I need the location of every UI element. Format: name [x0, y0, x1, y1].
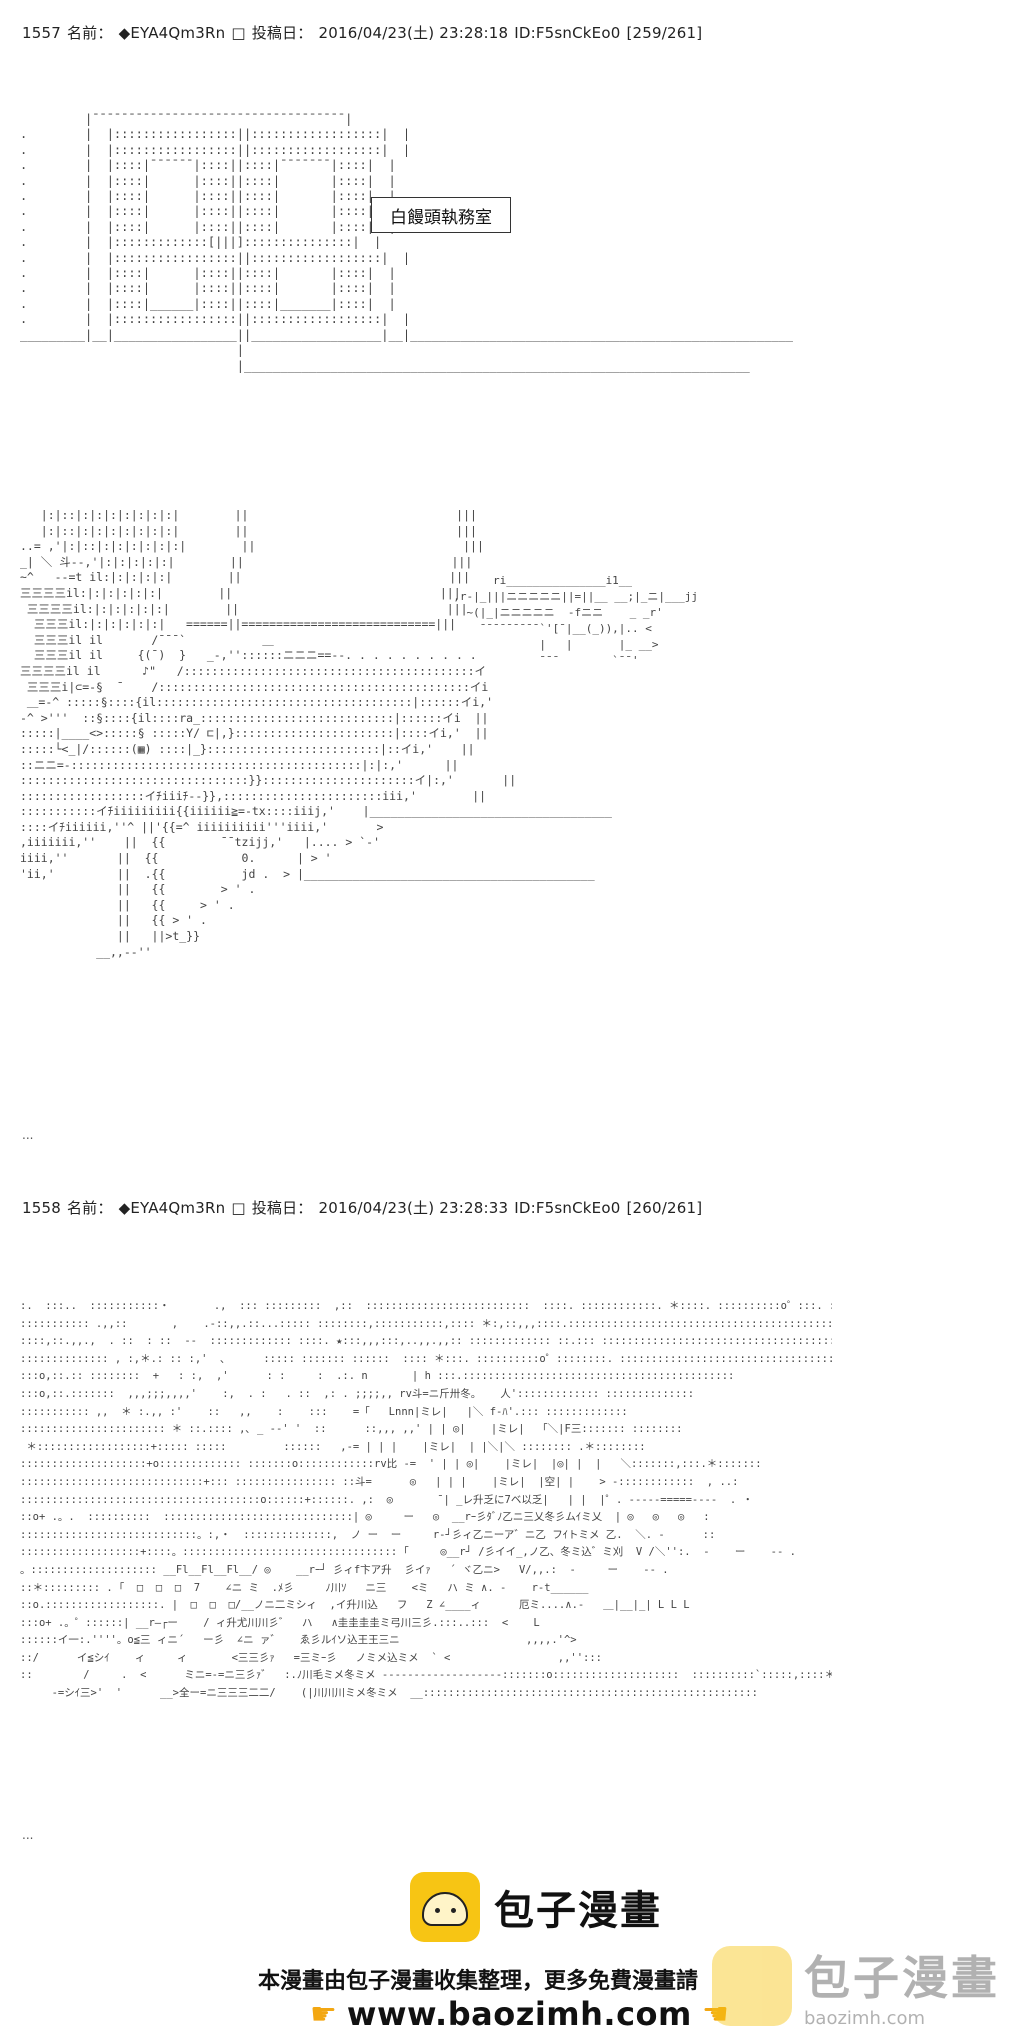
name-label: 名前： [66, 1199, 113, 1217]
office-sign: 白饅頭執務室 [371, 197, 511, 233]
watermark-url: baozimh.com [804, 2008, 926, 2029]
post-id: ID:F5snCkEo0 [514, 1199, 621, 1217]
name-mark: □ [231, 1199, 246, 1217]
name-mark: □ [231, 24, 246, 42]
date-label: 投稿日： [251, 1199, 313, 1217]
office-sign-text: 白饅頭執務室 [390, 207, 492, 228]
source-notice: 本漫畫由包子漫畫收集整理，更多免費漫畫請 [258, 1969, 699, 1994]
baozimh-brand[interactable]: 包子漫畫 [410, 1872, 662, 1942]
bun-logo-icon [410, 1872, 480, 1942]
post-count: [260/261] [626, 1199, 703, 1217]
office-ascii-art: |:|::|:|:|:|:|:|:|:| || ||| |:|::|:|:|:|… [20, 508, 612, 959]
ellipsis-1: ... [22, 1128, 34, 1142]
date-label: 投稿日： [251, 24, 313, 42]
site-url-row[interactable]: ☛ www.baozimh.com ☛ [300, 1995, 739, 2033]
ellipsis-2: ... [22, 1828, 34, 1842]
post-number: 1557 [22, 24, 61, 42]
post-number: 1558 [22, 1199, 61, 1217]
post-date: 2016/04/23(土) 23:28:33 [318, 1199, 509, 1217]
watermark-logo-icon [712, 1945, 792, 2026]
site-url-link[interactable]: www.baozimh.com [346, 1995, 692, 2033]
watermark-name: 包子漫畫 [804, 1951, 1000, 2005]
author-name[interactable]: ◆EYA4Qm3Rn [118, 1199, 226, 1217]
pointing-hand-icon: ☛ [310, 1996, 337, 2032]
brand-name: 包子漫畫 [494, 1888, 662, 1934]
door-ascii-art: |¯¯¯¯¯¯¯¯¯¯¯¯¯¯¯¯¯¯¯¯¯¯¯¯¯¯¯¯¯¯¯¯¯¯¯| . … [20, 112, 794, 373]
post-id: ID:F5snCkEo0 [514, 24, 621, 42]
gun-ascii-art: ri_______________i1__ ,r-|_|||ニニニニニ||=||… [453, 574, 699, 667]
post-header-1557: 1557 名前： ◆EYA4Qm3Rn □ 投稿日： 2016/04/23(土) 23:2… [22, 22, 708, 43]
crowd-ascii-art: :. :::.. :::::::::::・ ., ::: ::::::::: ,… [20, 1300, 832, 1700]
name-label: 名前： [66, 24, 113, 42]
post-count: [259/261] [626, 24, 703, 42]
post-date: 2016/04/23(土) 23:28:18 [318, 24, 509, 42]
post-header-1558: 1558 名前： ◆EYA4Qm3Rn □ 投稿日： 2016/04/23(土) 23:2… [22, 1197, 708, 1218]
watermark: 包子漫畫 baozimh.com [712, 1942, 1000, 2029]
author-name[interactable]: ◆EYA4Qm3Rn [118, 24, 226, 42]
